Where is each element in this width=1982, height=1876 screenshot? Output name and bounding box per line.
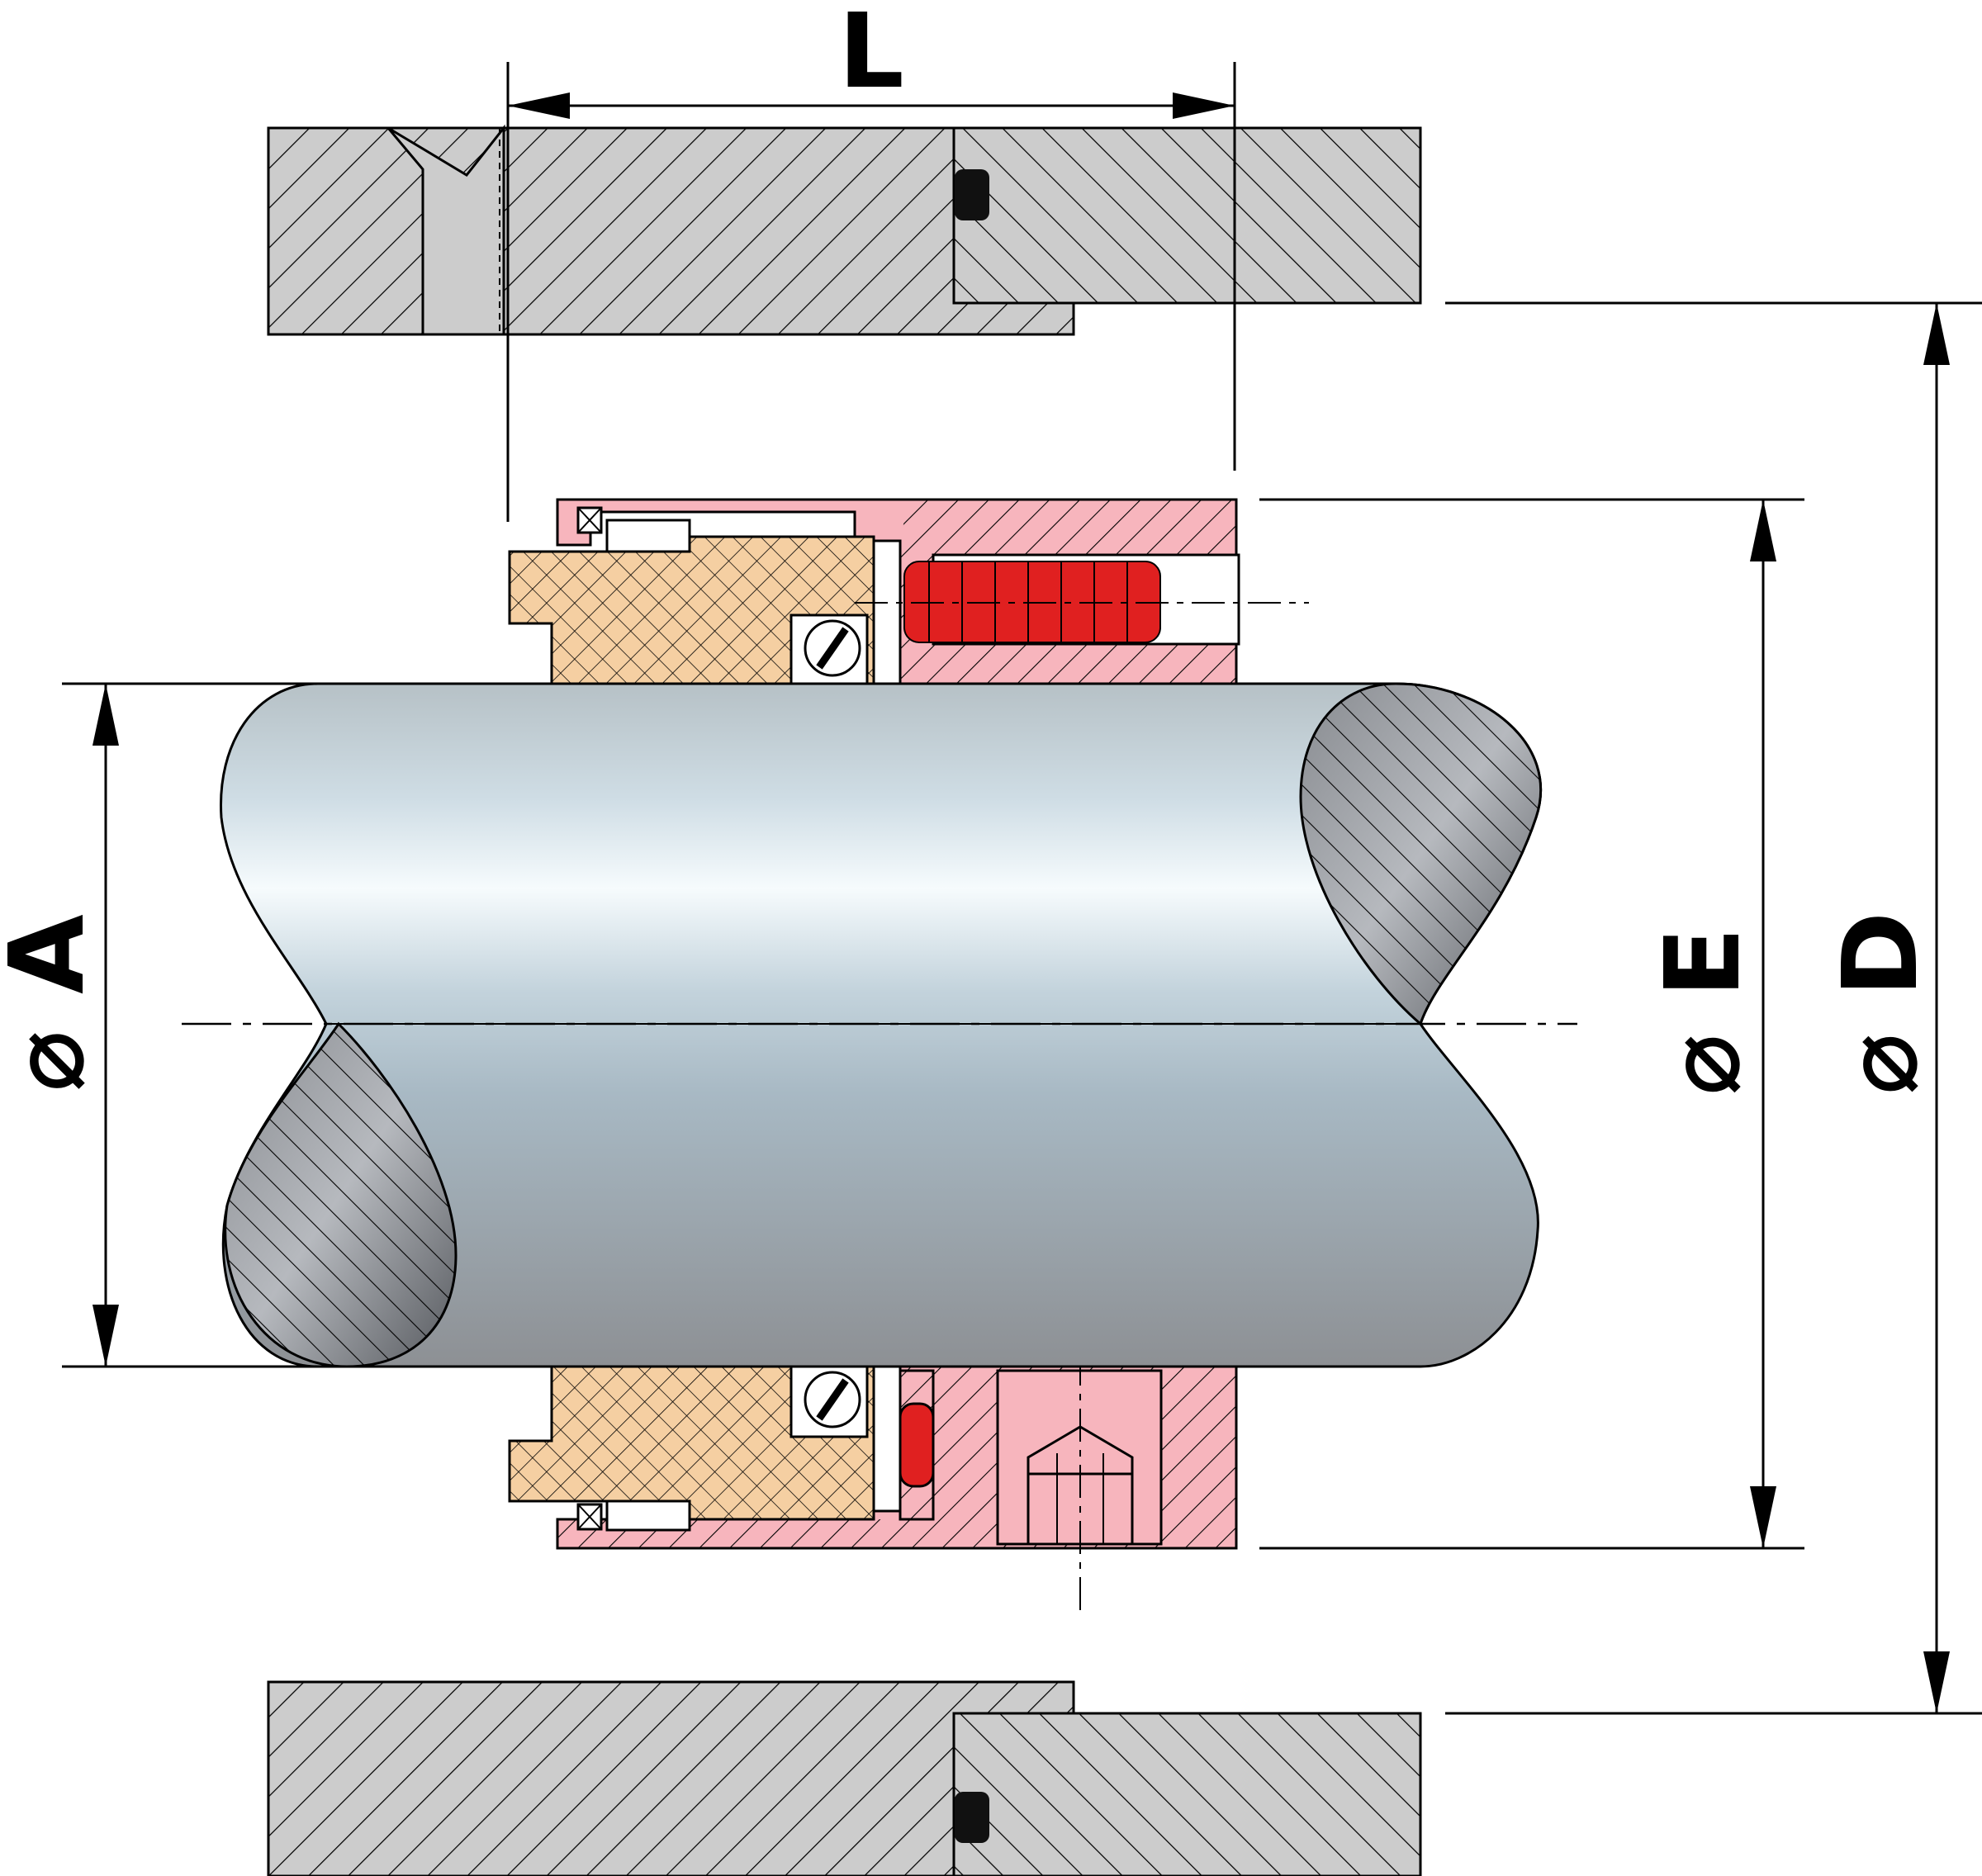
- seal-upper-half: [508, 498, 1309, 685]
- drive-sleeve-lower: [605, 1499, 691, 1532]
- dimension-e-label: ⌀ E: [1643, 927, 1763, 1096]
- upper-gasket-oring: [955, 169, 989, 220]
- dimension-a: ⌀ A: [0, 682, 318, 1368]
- lower-housing: [267, 1680, 1422, 1876]
- shaft: [220, 682, 1543, 1368]
- elastomer-wedge: [899, 1402, 935, 1488]
- dimension-l: L: [506, 0, 1236, 522]
- drive-sleeve-upper: [605, 519, 691, 553]
- dimension-d-label: ⌀ D: [1821, 912, 1941, 1096]
- lower-gasket-oring: [955, 1792, 989, 1843]
- dimension-d: ⌀ D: [1445, 301, 1982, 1715]
- dimension-a-label: ⌀ A: [0, 914, 107, 1092]
- dimension-l-label: L: [838, 0, 904, 111]
- upper-gland-notch: [386, 124, 505, 336]
- seal-lower-half: [508, 1296, 1238, 1618]
- upper-housing: [267, 124, 1422, 336]
- dimension-e: ⌀ E: [1259, 498, 1804, 1550]
